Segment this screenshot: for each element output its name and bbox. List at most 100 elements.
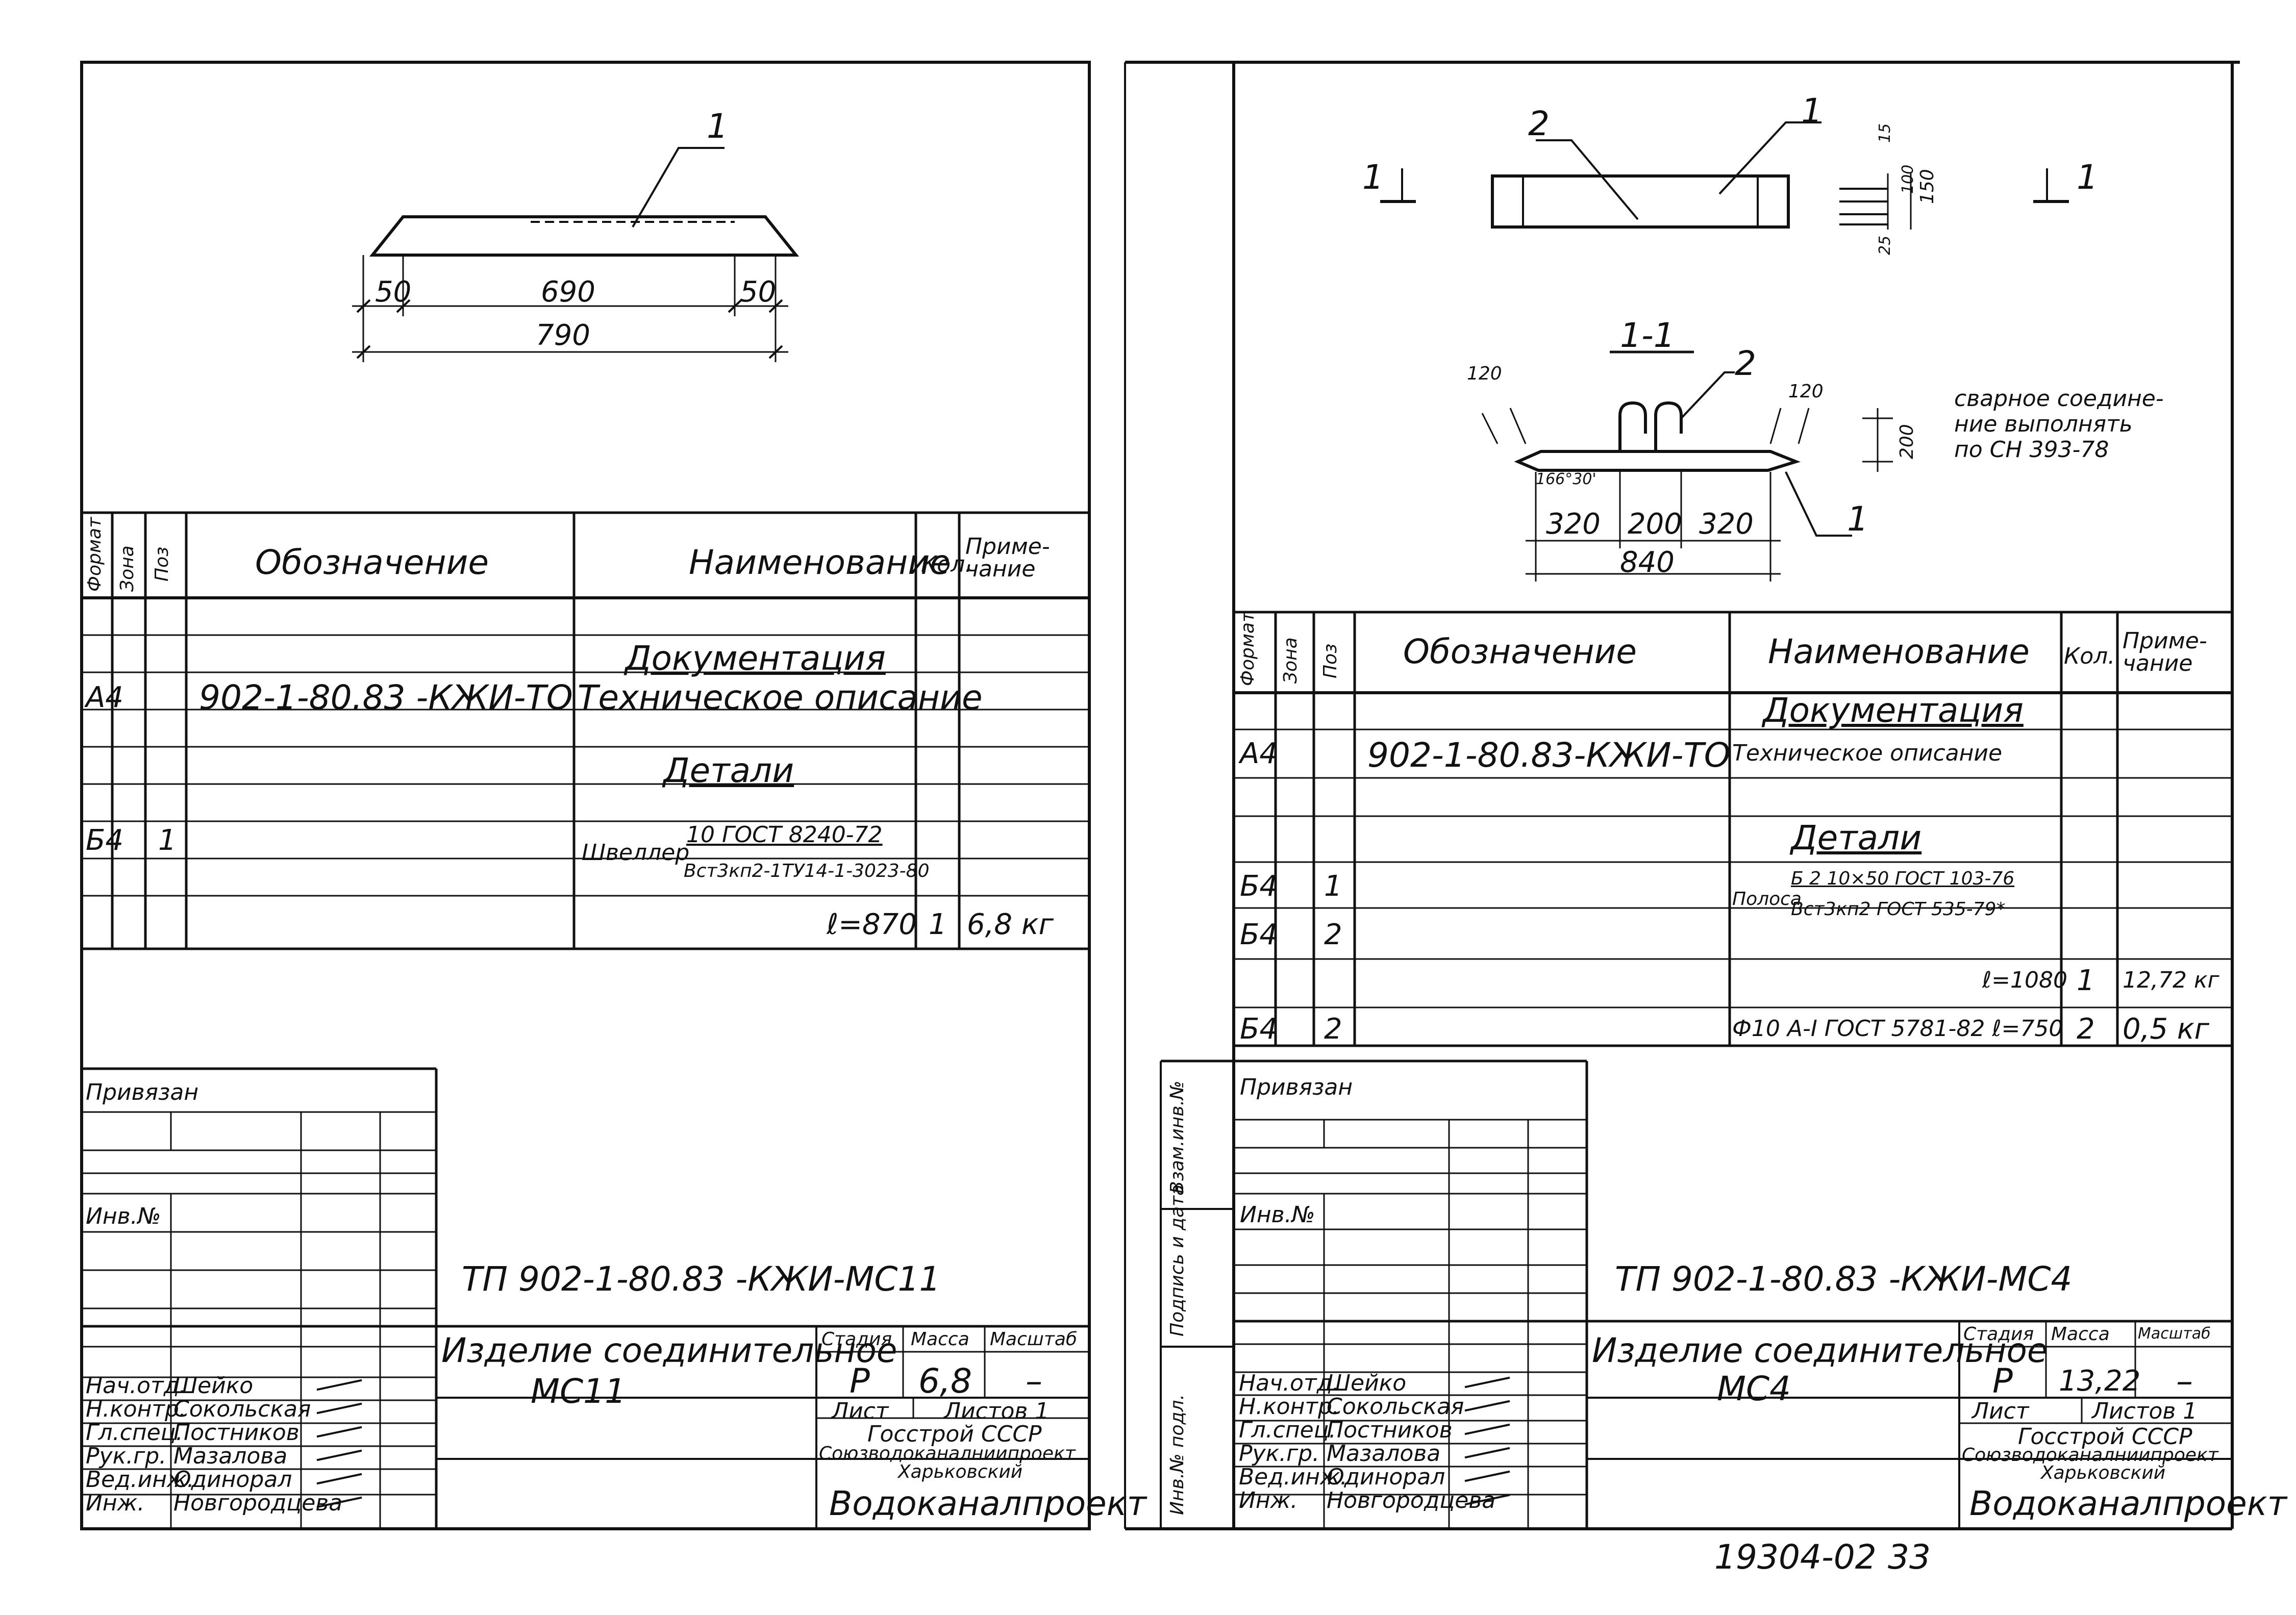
right-dim-320a: 320 xyxy=(1546,508,1601,541)
right-r2-pos: 2 xyxy=(1324,918,1342,951)
right-dim-120a: 120 xyxy=(1467,363,1502,384)
left-part-format: Б4 xyxy=(86,824,124,857)
right-r1-format: Б4 xyxy=(1240,870,1278,903)
left-spec-table-lines xyxy=(82,511,1089,950)
right-person-role-2: Гл.спец. xyxy=(1239,1417,1336,1443)
right-dim-200v: 200 xyxy=(1896,424,1917,459)
left-doc-code: ТП 902-1-80.83 -КЖИ-МС11 xyxy=(462,1259,941,1299)
left-dim-total: 790 xyxy=(536,319,590,352)
left-dim-left: 50 xyxy=(375,275,412,309)
right-stadiya-value: Р xyxy=(1992,1361,2013,1401)
left-doc-format: А4 xyxy=(86,681,123,714)
right-person-role-4: Вед.инж. xyxy=(1239,1464,1347,1490)
left-org3: Харьковский xyxy=(898,1461,1023,1482)
right-dim-120b: 120 xyxy=(1788,381,1824,402)
right-dim-15: 15 xyxy=(1876,123,1894,143)
right-person-role-1: Н.контр. xyxy=(1239,1394,1339,1420)
right-dim-25: 25 xyxy=(1876,235,1894,255)
left-section-parts: Детали xyxy=(663,751,794,790)
right-r3-pos: 2 xyxy=(1324,1013,1342,1046)
right-masshtab-value: – xyxy=(2176,1361,2193,1401)
right-len-note: 12,72 кг xyxy=(2123,967,2219,993)
right-person-role-3: Рук.гр. xyxy=(1239,1441,1320,1467)
left-header-pos: Поз xyxy=(152,546,172,582)
right-title-line1: Изделие соединительное xyxy=(1592,1331,2048,1370)
left-inv: Инв.№ xyxy=(86,1203,161,1229)
right-header-pos: Поз xyxy=(1320,643,1341,678)
left-header-zone: Зона xyxy=(117,545,138,592)
right-stamp-lines xyxy=(1160,1059,2232,1529)
right-person-name-0: Шейко xyxy=(1327,1370,1407,1396)
right-person-name-2: Постников xyxy=(1327,1417,1453,1443)
left-person-role-0: Нач.отд. xyxy=(86,1373,186,1399)
right-section-pos2: 2 xyxy=(1735,344,1756,383)
right-list: Лист xyxy=(1972,1398,2029,1424)
right-section-pos1: 1 xyxy=(1847,499,1868,539)
left-stadiya-label: Стадия xyxy=(821,1329,892,1350)
right-side-podp: Подпись и дата xyxy=(1167,1184,1188,1336)
left-person-role-1: Н.контр. xyxy=(86,1396,186,1422)
right-spec-table-lines xyxy=(1234,611,2232,1047)
right-person-role-5: Инж. xyxy=(1239,1487,1298,1513)
left-person-name-0: Шейко xyxy=(173,1373,254,1399)
right-plan-view xyxy=(1380,121,2069,230)
left-person-role-4: Вед.инж. xyxy=(86,1467,194,1493)
left-massa-value: 6,8 xyxy=(918,1361,972,1401)
left-person-name-3: Мазалова xyxy=(173,1443,288,1469)
right-header-qty: Кол. xyxy=(2064,643,2115,669)
right-header-name: Наименование xyxy=(1768,632,2030,671)
right-r3-name: Ф10 А-I ГОСТ 5781-82 ℓ=750 xyxy=(1732,1016,2063,1042)
right-section-view xyxy=(1481,350,1893,582)
left-person-name-4: Одинорал xyxy=(173,1467,292,1493)
left-header-note: Приме-чание xyxy=(965,534,1050,582)
right-section-mark-left: 1 xyxy=(1362,158,1384,197)
right-org2: Союзводоканалниипроект xyxy=(1962,1445,2218,1466)
right-strip-prefix: Полоса xyxy=(1732,889,1802,910)
left-part-note: 6,8 кг xyxy=(967,908,1054,941)
left-part-qty: 1 xyxy=(929,908,947,941)
left-title-line1: Изделие соединительное xyxy=(441,1331,897,1370)
right-doc-code: ТП 902-1-80.83 -КЖИ-МС4 xyxy=(1615,1259,2073,1299)
right-side-inv-podl: Инв.№ подл. xyxy=(1167,1394,1188,1515)
right-header-note: Приме-чание xyxy=(2123,628,2207,676)
right-person-name-3: Мазалова xyxy=(1327,1441,1441,1467)
left-section-docs: Документация xyxy=(625,639,886,678)
right-person-name-4: Одинорал xyxy=(1327,1464,1445,1490)
right-r3-qty: 2 xyxy=(2077,1013,2095,1046)
left-privyazan: Привязан xyxy=(86,1079,199,1105)
left-part-name-line2: Вст3кп2-1ТУ14-1-3023-80 xyxy=(684,861,930,881)
left-length: ℓ=870 xyxy=(827,908,917,941)
right-org3: Харьковский xyxy=(2041,1462,2166,1483)
right-weld-note-2: ние выполнять xyxy=(1954,411,2133,437)
right-section-mark-right: 1 xyxy=(2077,158,2098,197)
left-masshtab-label: Масштаб xyxy=(990,1329,1078,1350)
left-header-format: Формат xyxy=(84,517,105,592)
right-person-role-0: Нач.отд. xyxy=(1239,1370,1339,1396)
left-stamp-lines xyxy=(82,1067,1089,1529)
left-dim-mid: 690 xyxy=(541,275,595,309)
left-header-qty: Кол. xyxy=(921,551,972,577)
right-listov: Листов 1 xyxy=(2092,1398,2198,1424)
right-weld-note-3: по СН 393-78 xyxy=(1954,437,2109,463)
left-dim-right: 50 xyxy=(740,275,777,309)
right-pos2-label: 2 xyxy=(1528,104,1550,143)
right-org4: Водоканалпроект xyxy=(1969,1484,2287,1523)
left-person-name-5: Новгородцева xyxy=(173,1490,343,1516)
right-len-qty: 1 xyxy=(2077,964,2095,997)
right-strip-line1: Б 2 10×50 ГОСТ 103-76 xyxy=(1791,868,2015,889)
right-doc-format: А4 xyxy=(1240,737,1278,770)
right-massa-value: 13,22 xyxy=(2059,1365,2141,1398)
right-section-title: 1-1 xyxy=(1620,316,1675,355)
right-title-line2: МС4 xyxy=(1717,1369,1791,1408)
right-stadiya-label: Стадия xyxy=(1963,1324,2034,1345)
right-strip-line2: Вст3кп2 ГОСТ 535-79* xyxy=(1791,899,2006,920)
right-length: ℓ=1080 xyxy=(1982,967,2068,993)
right-r3-format: Б4 xyxy=(1240,1013,1278,1046)
left-header-designation: Обозначение xyxy=(255,543,489,582)
left-doc-designation: 902-1-80.83 -КЖИ-ТО xyxy=(199,678,573,717)
right-r2-format: Б4 xyxy=(1240,918,1278,951)
left-listov: Листов 1 xyxy=(944,1398,1050,1424)
right-dim-100: 100 xyxy=(1899,164,1917,194)
right-header-designation: Обозначение xyxy=(1403,632,1637,671)
left-person-role-3: Рук.гр. xyxy=(86,1443,167,1469)
